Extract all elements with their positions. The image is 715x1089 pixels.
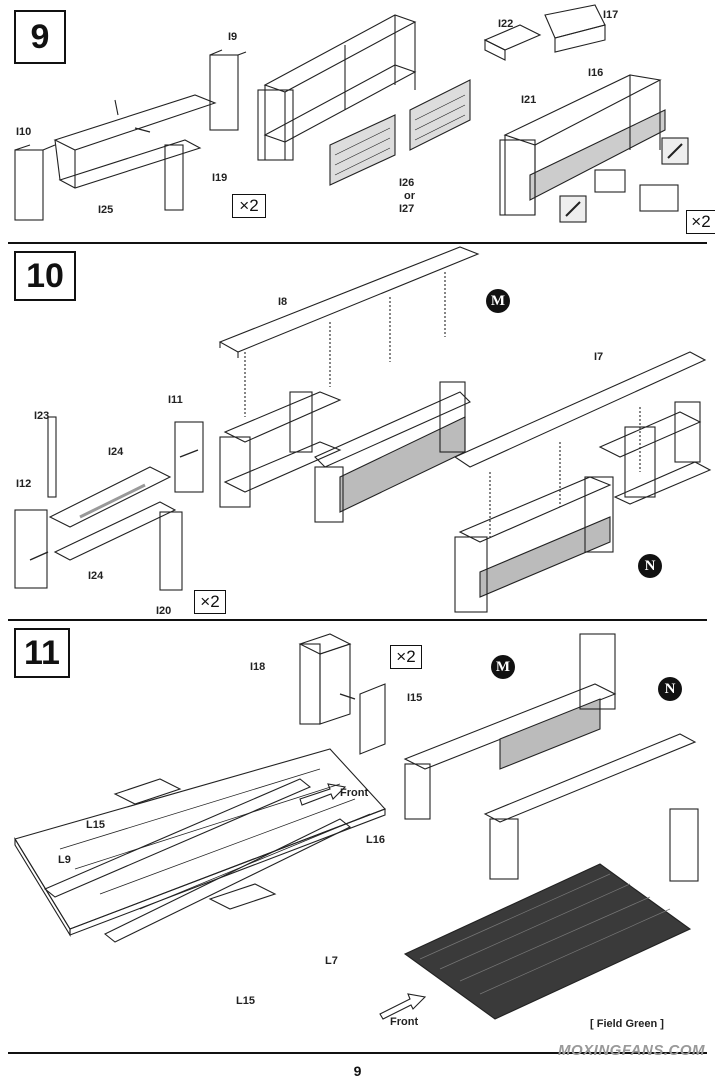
label-I21: I21 [521, 94, 536, 106]
label-I8: I8 [278, 296, 287, 308]
label-I19: I19 [212, 172, 227, 184]
badge-N: N [658, 677, 682, 701]
label-L15: L15 [86, 819, 105, 831]
label-front: Front [390, 1016, 418, 1028]
step-11-illustration: I18 I15 L15 L9 L16 L7 L15 Front Front [ … [14, 633, 699, 1030]
label-L15: L15 [236, 995, 255, 1007]
multiplier-x2: ×2 [232, 194, 266, 218]
label-I12: I12 [16, 478, 31, 490]
label-I11: I11 [168, 394, 183, 406]
label-I27: I27 [399, 203, 414, 215]
label-front: Front [340, 787, 368, 799]
label-or: or [404, 190, 416, 202]
label-I23: I23 [34, 410, 49, 422]
step-9-illustration: I9 I10 I19 I25 I22 I17 I21 I16 I26 or I2… [14, 4, 689, 223]
label-I24: I24 [88, 570, 104, 582]
label-field-green: [ Field Green ] [590, 1018, 664, 1030]
label-I20: I20 [156, 605, 171, 617]
watermark: MOXINGFANS.COM [557, 1042, 705, 1059]
label-I24: I24 [108, 446, 124, 458]
step-10-illustration: I8 I7 I11 I23 I24 I12 I24 I20 [14, 246, 712, 617]
label-L16: L16 [366, 834, 385, 846]
step-number-11: 11 [14, 628, 70, 678]
label-L9: L9 [58, 854, 71, 866]
label-I9: I9 [228, 31, 237, 43]
label-I16: I16 [588, 67, 603, 79]
badge-M: M [491, 655, 515, 679]
tabletop-I25 [53, 94, 217, 151]
label-I15: I15 [407, 692, 422, 704]
label-I25: I25 [98, 204, 113, 216]
panel-I9 [209, 54, 239, 131]
label-I17: I17 [603, 9, 618, 21]
footer-divider [8, 1052, 707, 1054]
multiplier-x2: ×2 [686, 210, 715, 234]
section-divider [8, 619, 707, 621]
label-I26: I26 [399, 177, 414, 189]
badge-M: M [486, 289, 510, 313]
step-number-9: 9 [14, 10, 66, 64]
step-number-10: 10 [14, 251, 76, 301]
label-I10: I10 [16, 126, 31, 138]
section-divider [8, 242, 707, 244]
multiplier-x2: ×2 [194, 590, 226, 614]
badge-N: N [638, 554, 662, 578]
label-I18: I18 [250, 661, 265, 673]
label-L7: L7 [325, 955, 338, 967]
page-number: 9 [353, 1063, 362, 1079]
label-I7: I7 [594, 351, 603, 363]
multiplier-x2: ×2 [390, 645, 422, 669]
label-I22: I22 [498, 18, 513, 30]
